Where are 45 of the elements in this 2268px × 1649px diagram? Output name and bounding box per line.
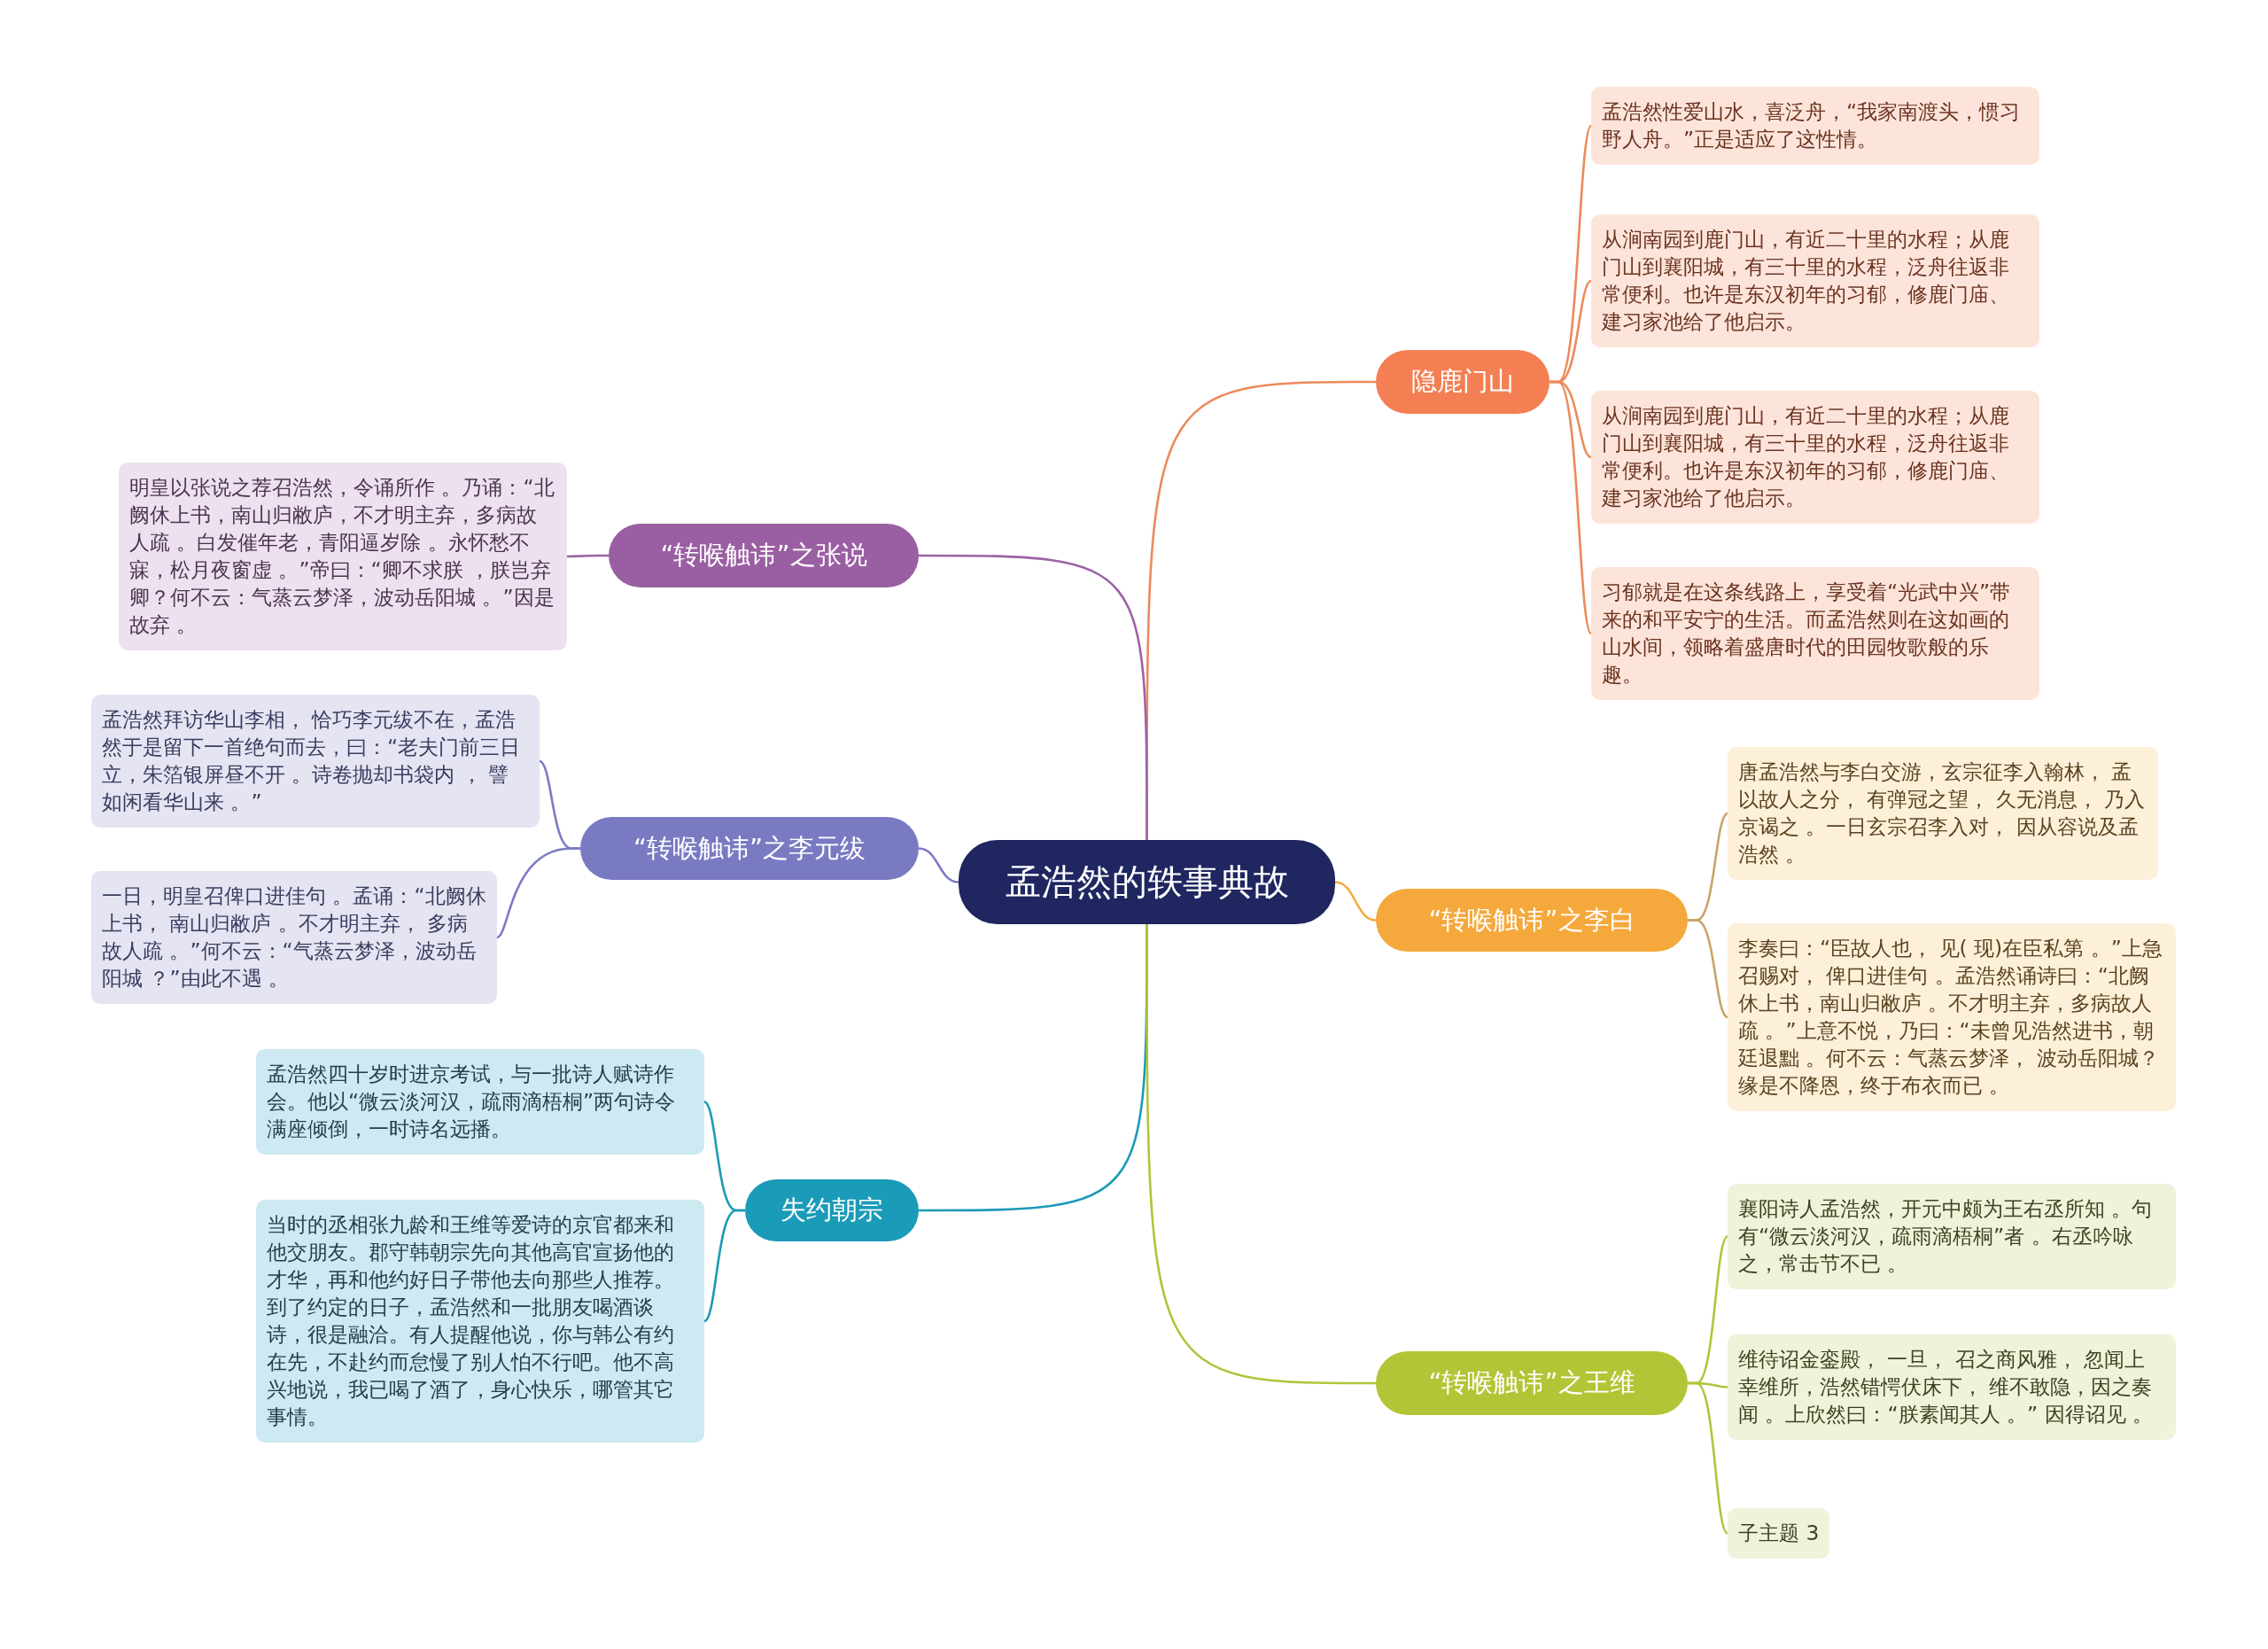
- node-text: “转喉触讳”之张说: [660, 539, 867, 572]
- subtopic-card: [1728, 1334, 2176, 1440]
- connector-line: [918, 847, 959, 883]
- node-text: 子主题 3: [1738, 1521, 1820, 1545]
- subtopic-card: [119, 463, 567, 650]
- connector-line: [1688, 1381, 1728, 1535]
- node-text: 失约朝宗: [781, 1194, 883, 1226]
- node-text: 隐鹿门山: [1411, 365, 1514, 398]
- node-text: 明皇以张说之荐召浩然，令诵所作 。乃诵：“北阙休上书，南山归敝庐，不才明主弃，多病故人疏 。白发催年老，青阳逼岁除 。永怀愁不寐，松月夜窗虚 。”帝曰：“卿不求朕 ，朕岂弃卿？何不云：气蒸云梦泽，波动岳阳城 。”因是故弃 。: [129, 475, 555, 637]
- connector-line: [1334, 881, 1377, 922]
- subtopic-card: [1591, 567, 2039, 700]
- connector-line: [567, 554, 609, 558]
- connector-line: [919, 554, 1148, 840]
- connector-line: [1688, 919, 1728, 1019]
- subtopic-card: [1728, 1508, 1830, 1559]
- node-text: “转喉触讳”之王维: [1428, 1366, 1635, 1399]
- subtopic-card: [1591, 214, 2039, 347]
- node-text: 唐孟浩然与李白交游，玄宗征李入翰林， 孟以故人之分， 有弹冠之望， 久无消息， 乃入京谒之 。一日玄宗召李入对， 因从容说及孟浩然 。: [1738, 759, 2146, 867]
- subtopic-card: [91, 695, 540, 828]
- subtopic-card: [1591, 391, 2039, 524]
- node-text: 襄阳诗人孟浩然，开元中颇为王右丞所知 。句有“微云淡河汉，疏雨滴梧桐”者 。右丞吟咏之，常击节不已 。: [1738, 1196, 2153, 1276]
- subtopic-card: [1728, 1184, 2176, 1289]
- node-text: 从涧南园到鹿门山，有近二十里的水程；从鹿门山到襄阳城，有三十里的水程，泛舟往返非常便利。也许是东汉初年的习郁，修鹿门庙、建习家池给了他启示。: [1602, 227, 2009, 334]
- node-text: 孟浩然四十岁时进京考试，与一批诗人赋诗作会。他以“微云淡河汉，疏雨滴梧桐”两句诗令满座倾倒，一时诗名远播。: [267, 1062, 676, 1141]
- subtopic-card: [256, 1200, 704, 1443]
- connector-line: [496, 847, 580, 939]
- subtopic-card: [1591, 87, 2039, 165]
- node-text: 李奏曰：“臣故人也， 见( 现)在臣私第 。”上急召赐对， 俾口进佳句 。孟浩然诵诗曰：“北阙休上书，南山归敝庐 。不才明主弃，多病故人疏 。”上意不悦，乃曰：“未曾见浩然进书，朝廷退黜 。何不云：气蒸云梦泽， 波动岳阳城？缘是不降恩，终于布衣而已 。: [1738, 936, 2163, 1098]
- subtopic-card: [256, 1049, 704, 1155]
- connector-line: [1146, 924, 1376, 1385]
- node-text: 习郁就是在这条线路上，享受着“光武中兴”带来的和平安宁的生活。而孟浩然则在这如画的山水间，领略着盛唐时代的田园牧歌般的乐趣。: [1602, 579, 2011, 687]
- node-text: 孟浩然性爱山水，喜泛舟，“我家南渡头，惯习野人舟。”正是适应了这性情。: [1602, 99, 2021, 152]
- connector-line: [703, 1209, 745, 1323]
- node-text: 从涧南园到鹿门山，有近二十里的水程；从鹿门山到襄阳城，有三十里的水程，泛舟往返非常便利。也许是东汉初年的习郁，修鹿门庙、建习家池给了他启示。: [1602, 403, 2009, 510]
- node-text: 孟浩然拜访华山李相， 恰巧李元绂不在，孟浩然于是留下一首绝句而去，曰：“老夫门前三日立，朱箔银屏昼不开 。诗卷抛却书袋内 ， 譬如闲看华山来 。”: [102, 707, 521, 814]
- node-text: 当时的丞相张九龄和王维等爱诗的京官都来和他交朋友。郡守韩朝宗先向其他高官宣扬他的才华，再和他约好日子带他去向那些人推荐。到了约定的日子，孟浩然和一批朋友喝酒谈诗，很是融洽。有人提醒他说，你与韩公有约在先，不赴约而怠慢了别人怕不行吧。他不高兴地说，我已喝了酒了，身心快乐，哪管其它事情。: [267, 1212, 674, 1429]
- node-text: 一日，明皇召俾口进佳句 。孟诵：“北阙休上书， 南山归敝庐 。不才明主弃， 多病故人疏 。”何不云：“气蒸云梦泽，波动岳阳城 ？”由此不遇 。: [102, 883, 486, 991]
- node-text: 孟浩然的轶事典故: [1005, 860, 1289, 904]
- subtopic-card: [1728, 747, 2158, 880]
- subtopic-card: [1728, 923, 2176, 1111]
- connector-line: [1550, 380, 1593, 634]
- subtopic-card: [91, 871, 497, 1004]
- node-text: “转喉触讳”之李白: [1428, 903, 1635, 937]
- node-text: “转喉触讳”之李元绂: [633, 831, 866, 865]
- node-text: 维待诏金銮殿， 一旦， 召之商风雅， 忽闻上幸维所，浩然错愕伏床下， 维不敢隐，因之奏闻 。上欣然曰：“朕素闻其人 。” 因得诏见 。: [1738, 1347, 2153, 1427]
